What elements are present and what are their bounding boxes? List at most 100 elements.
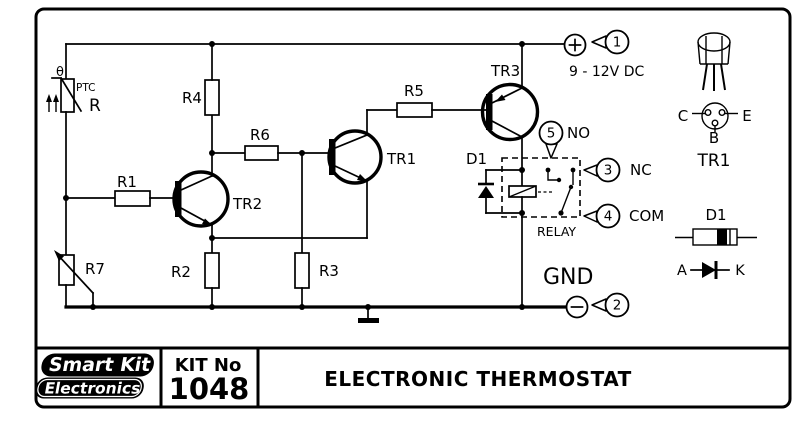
r3-label: R3 — [319, 262, 339, 280]
logo-banner-1 — [41, 353, 154, 377]
kit-no-label: KIT No — [175, 355, 242, 376]
tr3-emitter-arrow — [495, 94, 506, 102]
reference-panel: C E B TR1 D1 A K — [675, 32, 757, 279]
junction-dot — [209, 41, 215, 47]
logo-banner-2 — [35, 377, 144, 399]
pin-collector — [704, 108, 712, 116]
d1-diode-triangle — [478, 186, 494, 198]
r4-label: R4 — [182, 89, 202, 107]
relay-com-pivot — [558, 210, 564, 216]
frame — [34, 7, 792, 409]
resistor-r3-body — [294, 252, 310, 289]
tr1-base-bar — [329, 139, 336, 175]
resistor-r2-body — [204, 252, 220, 289]
supply-voltage-label: 9 - 12V DC — [569, 64, 644, 80]
footer: Smart Kit Electronics KIT No 1048 ELECTR… — [35, 353, 632, 406]
relay-armature — [560, 186, 572, 214]
callout-4-number: 4 — [604, 209, 613, 225]
resistor-r4-body — [204, 79, 220, 116]
tr3-collector-lead — [490, 119, 524, 139]
resistor-r6-body — [244, 145, 279, 161]
resistor-r5-body — [396, 102, 433, 118]
callout-tail — [591, 35, 607, 49]
tr1-stage: R6 R3 TR1 — [211, 109, 416, 310]
junction-dot — [519, 304, 525, 310]
callout-tail — [583, 210, 598, 223]
tr3-base-bar — [486, 94, 493, 130]
panel-d1-label: D1 — [705, 206, 726, 224]
tr2-stage: R1 TR2 R4 R2 — [65, 41, 262, 310]
kit-number: 1048 — [169, 372, 250, 406]
callout-4 — [595, 203, 621, 229]
to92-package-top — [697, 32, 731, 52]
logo-text-2: Electronics — [43, 380, 142, 398]
to92-side — [697, 41, 701, 65]
pin-e-label: E — [742, 107, 751, 125]
tr3-stage: R5 TR3 — [396, 41, 540, 171]
ptc-ref-label: R — [89, 96, 101, 116]
tr2-base-bar — [175, 181, 182, 217]
logo-text-1: Smart Kit — [47, 353, 153, 376]
relay-label: RELAY — [537, 224, 576, 239]
panel-tr1-label: TR1 — [696, 151, 730, 171]
terminals: 1 9 - 12V DC 5 NO 3 NC 4 COM GND 2 — [538, 29, 664, 319]
transistor-tr3-symbol — [480, 82, 540, 142]
junction-dot — [90, 304, 96, 310]
r7-wiper-arrow — [55, 252, 95, 295]
tr2-label: TR2 — [232, 195, 262, 213]
rails — [64, 43, 569, 309]
pin-emitter — [718, 108, 726, 116]
r6-label: R6 — [250, 126, 270, 144]
relay-contact-dot — [556, 177, 562, 183]
callout-1-number: 1 — [613, 35, 622, 51]
callout-tail — [583, 164, 598, 177]
callout-5-number: 5 — [547, 126, 556, 142]
to92-leg — [702, 63, 708, 91]
r7-arrow-head — [54, 250, 64, 262]
tr3-label: TR3 — [490, 62, 520, 80]
tr2-collector-lead — [179, 174, 214, 192]
gnd-label: GND — [543, 265, 593, 290]
pin-b-label: B — [709, 129, 719, 147]
no-label: NO — [567, 124, 590, 142]
ptc-strike-line — [59, 76, 83, 113]
outer-border — [34, 7, 792, 409]
heat-arrow-head — [53, 94, 59, 102]
ground-symbol — [358, 304, 379, 323]
anode-label: A — [677, 263, 687, 279]
logo-banner-2-outline — [37, 378, 142, 398]
theta-label: θ — [56, 65, 64, 80]
r1-label: R1 — [117, 173, 137, 191]
ptc-thermistor-body — [60, 78, 75, 113]
relay-stage: D1 RELAY — [466, 150, 581, 310]
heat-arrow-head — [46, 94, 52, 102]
junction-dot — [519, 41, 525, 47]
sensor-branch: θ PTC R R7 — [46, 43, 105, 310]
brand-logo: Smart Kit Electronics — [35, 353, 154, 399]
to92-side — [727, 41, 731, 65]
tr1-label: TR1 — [386, 150, 416, 168]
r5-label: R5 — [404, 82, 424, 100]
schematic-title: ELECTRONIC THERMOSTAT — [324, 367, 632, 391]
resistor-r1-body — [114, 190, 151, 207]
diode-package-body — [692, 228, 738, 246]
callout-tail — [545, 143, 558, 159]
tr1-collector-lead — [333, 133, 369, 150]
callout-2-number: 2 — [613, 298, 622, 314]
tr2-emitter-arrow — [202, 218, 213, 226]
d1-label: D1 — [466, 150, 487, 168]
pinout-circle — [701, 102, 729, 130]
to92-leg — [720, 63, 726, 91]
callout-5 — [538, 120, 564, 146]
callout-3-number: 3 — [604, 163, 613, 179]
cathode-label: K — [735, 263, 745, 279]
pin-c-label: C — [678, 107, 688, 125]
callout-3 — [595, 157, 621, 183]
diode-symbol-triangle — [702, 262, 716, 278]
diode-cathode-band — [717, 229, 727, 245]
tr1-emitter-arrow — [357, 174, 368, 182]
ptc-label: PTC — [76, 82, 95, 94]
callout-tail — [591, 298, 607, 312]
